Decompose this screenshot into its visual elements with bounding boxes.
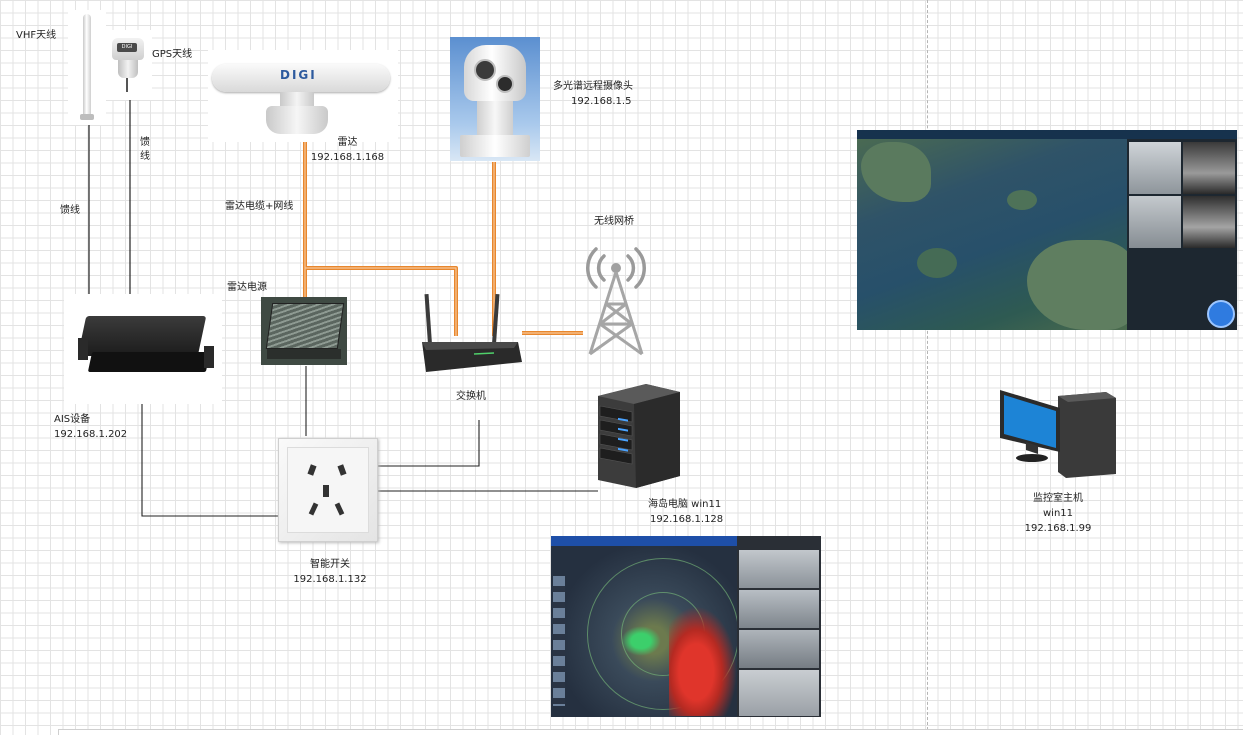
smart-switch-label: 智能开关 192.168.1.132	[280, 557, 380, 587]
desktop-computer-icon	[1000, 390, 1116, 478]
switch-label: 交换机	[456, 391, 486, 402]
monitor-host-os: win11	[1042, 508, 1074, 519]
radar-name: 雷达	[337, 137, 358, 148]
camera-label: 多光谱远程摄像头 192.168.1.5	[553, 79, 633, 109]
ptz-camera-icon	[450, 37, 540, 161]
feeder-label-left: 馈线	[60, 205, 80, 216]
radar-power-label: 雷达电源	[227, 282, 267, 293]
radar-label: 雷达 192.168.1.168	[300, 135, 395, 165]
ais-label: AIS设备 192.168.1.202	[54, 412, 127, 442]
router-icon	[422, 293, 522, 372]
island-pc-name: 海岛电脑 win11	[648, 499, 722, 510]
camera-ip: 192.168.1.5	[571, 96, 632, 107]
monitor-software-screenshot	[857, 130, 1237, 330]
ais-box-icon	[64, 294, 222, 404]
wireless-bridge-label: 无线网桥	[594, 216, 634, 227]
outlet-to-switch-line	[376, 420, 480, 467]
radar-brand-text: DIGI	[280, 68, 317, 82]
power-outlet-icon	[278, 438, 378, 542]
island-pc-ip: 192.168.1.128	[650, 514, 724, 525]
radar-cable-label: 雷达电缆+网线	[225, 201, 294, 212]
radar-ip: 192.168.1.168	[310, 152, 385, 163]
smart-switch-ip: 192.168.1.132	[293, 574, 367, 585]
page-divider	[927, 0, 928, 735]
monitor-host-label: 监控室主机 win11 192.168.1.99	[1008, 491, 1108, 536]
ais-ip: 192.168.1.202	[54, 429, 128, 440]
ais-name: AIS设备	[54, 414, 91, 425]
vhf-antenna-icon	[68, 10, 106, 125]
camera-name: 多光谱远程摄像头	[553, 81, 633, 92]
wireless-tower-icon	[586, 247, 646, 356]
gps-brand-text: DIGI	[121, 44, 133, 50]
gps-antenna-label: GPS天线	[152, 49, 193, 60]
monitor-host-ip: 192.168.1.99	[1024, 523, 1092, 534]
server-tower-icon	[598, 384, 680, 488]
vhf-antenna-label: VHF天线	[16, 30, 57, 41]
ais-to-outlet-line	[141, 404, 278, 517]
island-software-screenshot	[551, 536, 821, 717]
island-pc-label: 海岛电脑 win11 192.168.1.128	[648, 497, 723, 527]
radar-icon: DIGI	[208, 50, 398, 142]
power-supply-icon	[261, 297, 347, 365]
monitor-host-name: 监控室主机	[1033, 493, 1083, 504]
gps-antenna-icon: DIGI	[104, 30, 152, 100]
smart-switch-name: 智能开关	[310, 559, 350, 570]
feeder-label-right: 馈线	[140, 137, 150, 162]
bottom-scroll-area	[58, 729, 1243, 735]
